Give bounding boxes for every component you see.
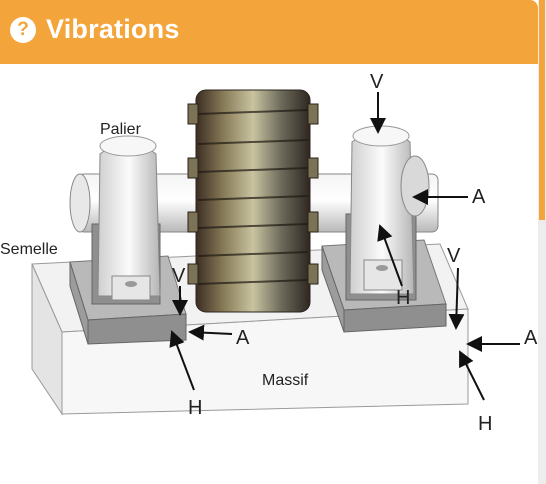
label-massif: Massif [262,372,309,389]
bearing-left [91,135,161,305]
label-h-top-right: H [396,287,410,309]
label-h-right: H [478,413,492,435]
gear-wheel [187,89,319,313]
label-palier: Palier [100,121,142,138]
label-v-top-right: V [370,71,384,93]
machine-vibration-diagram: Palier Semelle Massif V A H V A H V A H [0,71,538,435]
arrow-h-top-right [377,224,403,287]
label-h-left: H [188,397,202,419]
label-semelle: Semelle [0,241,58,258]
label-a-top-right: A [472,186,486,208]
card-title: Vibrations [46,14,180,44]
label-v-left: V [172,265,186,287]
arrow-h-right [459,350,485,401]
arrow-h-left [169,330,195,391]
scrollbar-thumb[interactable] [539,0,545,220]
label-v-right: V [447,245,461,267]
vibration-arrows [169,92,520,401]
scrollbar-track[interactable] [538,0,546,484]
help-icon[interactable]: ? [10,17,36,43]
label-a-right: A [524,327,538,349]
arrow-a-left [188,324,233,341]
card-header: ? Vibrations [0,0,538,64]
arrow-v-right [448,267,465,330]
label-a-left: A [236,327,250,349]
